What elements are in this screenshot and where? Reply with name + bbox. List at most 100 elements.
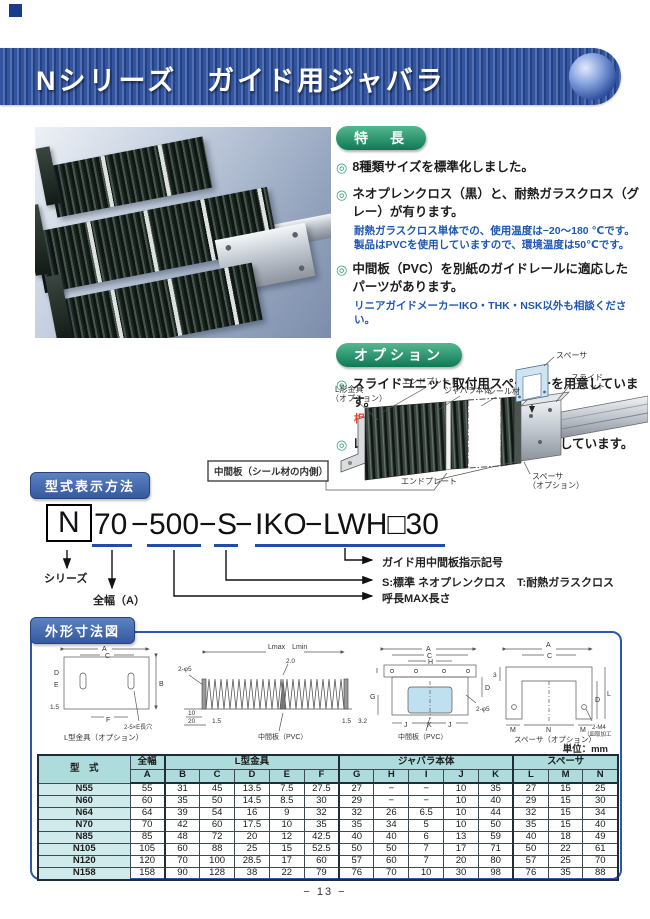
value-cell: 120 xyxy=(129,854,166,868)
value-cell: 40 xyxy=(582,818,619,832)
value-cell: 17 xyxy=(443,842,479,856)
column-header: E xyxy=(268,768,305,784)
l-bracket-drawing xyxy=(340,415,369,473)
dim-label: 1.5 xyxy=(212,718,221,725)
value-cell: 35 xyxy=(338,818,375,832)
value-cell: 13 xyxy=(443,830,479,844)
model-cell: N70 xyxy=(37,818,131,832)
column-header: I xyxy=(408,768,445,784)
features-header: 特 長 xyxy=(336,126,426,150)
value-cell: 49 xyxy=(582,830,619,844)
value-cell: 20 xyxy=(234,830,270,844)
label-seal: シール材 xyxy=(488,386,520,396)
feature-note: 耐熱ガラスクロス単体での、使用温度は−20〜180 ℃です。製品はPVCを使用し… xyxy=(354,224,635,251)
dim-label: D xyxy=(595,697,600,704)
value-cell: 55 xyxy=(129,782,166,796)
spacer-drawing xyxy=(515,363,549,413)
value-cell: 9 xyxy=(268,806,305,820)
value-cell: 61 xyxy=(582,842,619,856)
dim-label: K xyxy=(427,722,432,729)
bellows-drawing xyxy=(364,401,447,481)
value-cell: 38 xyxy=(234,866,270,881)
feature-note: リニアガイドメーカーIKO・THK・NSK以外も相談ください。 xyxy=(354,299,627,326)
title-banner: Nシリーズ ガイド用ジャバラ xyxy=(0,48,621,105)
column-header: A xyxy=(129,768,166,784)
value-cell: 40 xyxy=(512,830,549,844)
value-cell: 60 xyxy=(303,854,340,868)
column-header: H xyxy=(373,768,410,784)
dim-label: 20 xyxy=(188,718,196,725)
code-width: 70 xyxy=(94,508,128,541)
slide-unit-drawing xyxy=(520,391,570,462)
drawing-caption: L型金具（オプション） xyxy=(64,732,143,742)
model-cell: N158 xyxy=(37,866,131,881)
code-cloth: S xyxy=(217,508,238,541)
ann-rail: ガイド用中間板指示記号 xyxy=(382,557,503,569)
value-cell: 60 xyxy=(373,854,410,868)
value-cell: 25 xyxy=(234,842,270,856)
feature-text: 8種類サイズを標準化しました。 xyxy=(352,160,534,174)
ann-length: 呼長MAX長さ xyxy=(382,593,451,605)
code-length: 500 xyxy=(149,508,200,541)
value-cell: − xyxy=(408,782,445,796)
column-header: L xyxy=(512,768,549,784)
dim-label: G xyxy=(370,694,375,701)
column-header: N xyxy=(582,768,619,784)
value-cell: 30 xyxy=(303,794,340,808)
value-cell: 57 xyxy=(338,854,375,868)
value-cell: − xyxy=(373,794,410,808)
value-cell: 70 xyxy=(582,854,619,868)
model-cell: N120 xyxy=(37,854,131,868)
value-cell: 54 xyxy=(199,806,236,820)
option-text: スライドユニット取付用スペーサーを用意しています。 xyxy=(352,376,639,409)
value-cell: 105 xyxy=(129,842,166,856)
value-cell: 25 xyxy=(582,782,619,796)
value-cell: 6 xyxy=(408,830,445,844)
value-cell: 158 xyxy=(129,866,166,881)
column-header: K xyxy=(477,768,514,784)
column-header: C xyxy=(199,768,236,784)
label-spacer-top: スペーサ xyxy=(556,351,587,360)
dim-label: M xyxy=(580,727,586,734)
value-cell: 10 xyxy=(443,794,479,808)
value-cell: 29 xyxy=(512,794,549,808)
ann-cloth: S:標準 ネオプレンクロス T:耐熱ガラスクロス xyxy=(382,577,614,589)
value-cell: 27 xyxy=(512,782,549,796)
value-cell: 15 xyxy=(547,782,584,796)
column-header: J xyxy=(443,768,479,784)
column-header: G xyxy=(338,768,375,784)
group-header: ジャバラ本体 xyxy=(338,754,514,770)
value-cell: 17.5 xyxy=(234,818,270,832)
dim-label: D xyxy=(485,685,490,692)
label-slide-unit-2: ユニット xyxy=(573,382,605,391)
bullet-icon: ◎ xyxy=(336,262,348,278)
underline xyxy=(214,544,238,547)
value-cell: 18 xyxy=(547,830,584,844)
underline xyxy=(147,544,201,547)
value-cell: 39 xyxy=(163,806,201,820)
value-cell: 79 xyxy=(303,866,340,881)
mid-plate-callout: 中間板（シール材の内側） xyxy=(207,460,329,482)
code-maker: IKO xyxy=(255,508,307,541)
dim-label: A xyxy=(546,642,551,649)
dim-label: C xyxy=(547,653,552,660)
value-cell: 34 xyxy=(582,806,619,820)
drawing-spacer xyxy=(499,647,606,726)
dim-label: 3.2 xyxy=(358,718,367,725)
model-code-section: 型式表示方法 N 70 − 500 − S − IKO − LWH□30 シリー… xyxy=(0,470,650,630)
model-cell: N85 xyxy=(37,830,131,844)
value-cell: 28.5 xyxy=(234,854,270,868)
unit-label: 単位：mm xyxy=(562,744,608,755)
dim-label: D xyxy=(54,670,59,677)
value-cell: 60 xyxy=(199,818,236,832)
option-item: ◎ スライドユニット取付用スペーサーを用意しています。 xyxy=(336,376,640,412)
bellows-drawing xyxy=(450,399,469,470)
value-cell: 76 xyxy=(512,866,549,881)
dim-label: L xyxy=(607,691,611,698)
bellows-drawing xyxy=(500,396,515,467)
value-cell: 32 xyxy=(512,806,549,820)
